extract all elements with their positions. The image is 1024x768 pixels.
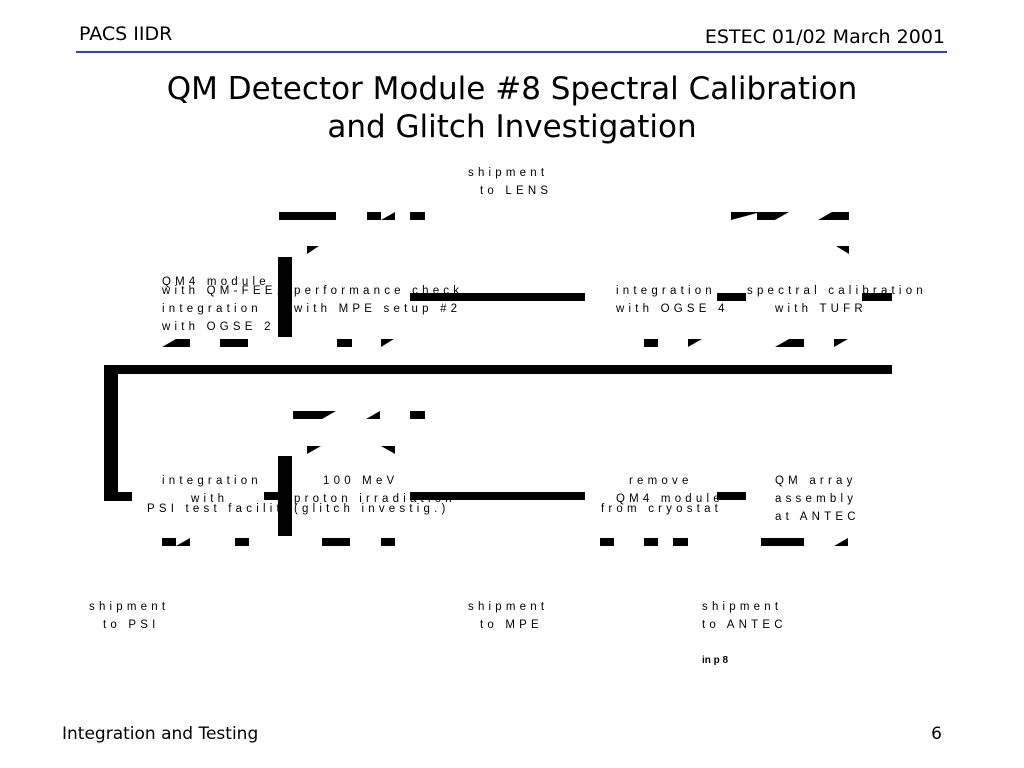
shipment-antec-line-3: in p 8 xyxy=(702,655,729,666)
top-shipment-line-1: shipment xyxy=(468,167,549,179)
row2-box2-corner xyxy=(381,446,395,454)
row2-box2-top-edge xyxy=(410,411,425,419)
box4-corner xyxy=(775,339,789,347)
footer-left: Integration and Testing xyxy=(62,724,259,744)
return-line xyxy=(104,492,132,501)
row2-box4-line-3: at ANTEC xyxy=(775,511,860,523)
row2-connector xyxy=(410,492,585,500)
row2-box4-corner xyxy=(834,538,848,546)
row2-box2-top-edge xyxy=(293,411,322,419)
row1-box4-line-1: spectral calibration xyxy=(747,285,927,297)
row2-box3-line-3: from cryostat xyxy=(601,503,723,515)
row2-box1-line-2: with xyxy=(191,493,229,505)
header-right: ESTEC 01/02 March 2001 xyxy=(704,26,945,48)
row1-box1-line-3: integration xyxy=(162,303,262,315)
row1-box1-line-1: QM4 module xyxy=(162,276,270,288)
row2-box3-bottom-edge xyxy=(644,538,658,546)
row1-box2-line-1: performance check xyxy=(294,285,464,297)
row2-box2-line-2: proton irradiation xyxy=(294,493,456,505)
box2-top-edge xyxy=(367,212,381,220)
row1-connector xyxy=(862,293,892,301)
row2-box2-corner xyxy=(366,411,380,419)
row2-box1-corner xyxy=(176,538,190,546)
shipment-mpe-line-2: to MPE xyxy=(480,619,543,631)
box2-top-edge xyxy=(279,212,336,220)
row2-connector xyxy=(264,492,278,500)
slide-title-line-2: and Glitch Investigation xyxy=(327,109,697,145)
box4-corner xyxy=(834,339,848,347)
row2-box1-bottom-edge xyxy=(162,538,176,546)
box2-corner xyxy=(381,339,394,347)
box2-top-edge xyxy=(410,212,425,220)
box1-bottom-edge xyxy=(176,339,190,347)
shipment-antec-line-2: to ANTEC xyxy=(702,619,787,631)
row2-box2-bottom-edge xyxy=(322,538,350,546)
row2-box3-line-1: remove xyxy=(629,475,693,487)
row2-separator xyxy=(278,456,292,536)
box4-top-edge xyxy=(757,212,775,220)
row1-connector xyxy=(410,293,585,301)
row1-box1-line-4: with OGSE 2 xyxy=(162,321,275,333)
box3-bottom-edge xyxy=(644,339,658,347)
page-number: 6 xyxy=(931,724,942,744)
box4-bottom-edge xyxy=(789,339,804,347)
return-line xyxy=(104,365,892,374)
box1-bottom-edge xyxy=(220,339,248,347)
row2-box4-line-2: assembly xyxy=(775,493,858,505)
row1-box3-line-2: with OGSE 4 xyxy=(616,303,729,315)
top-shipment-line-2: to LENS xyxy=(480,185,553,197)
row1-box1-line-2: with QM-FEE, xyxy=(162,285,284,297)
header-left: PACS IIDR xyxy=(79,23,173,45)
row1-box4-line-2: with TUFR xyxy=(775,303,867,315)
box4-corner xyxy=(731,212,761,220)
shipment-antec-line-1: shipment xyxy=(702,601,783,613)
row2-box2-corner xyxy=(322,411,336,419)
row1-box3-line-1: integration xyxy=(616,285,716,297)
box4-corner xyxy=(836,246,849,254)
row1-box2-line-2: with MPE setup #2 xyxy=(294,303,462,315)
box1-corner xyxy=(162,339,176,347)
row2-box2-corner xyxy=(307,446,321,454)
shipment-psi-line-1: shipment xyxy=(89,601,170,613)
row2-box3-bottom-edge xyxy=(600,538,614,546)
box4-top-edge xyxy=(832,212,849,220)
row2-connector xyxy=(717,492,746,500)
slide-title: QM Detector Module #8 Spectral Calibrati… xyxy=(0,70,1024,146)
box4-corner xyxy=(775,212,789,220)
row2-box2-line-1: 100 MeV xyxy=(323,475,399,487)
slide-title-line-1: QM Detector Module #8 Spectral Calibrati… xyxy=(166,71,858,107)
shipment-mpe-line-1: shipment xyxy=(468,601,549,613)
row2-box2-bottom-edge xyxy=(381,538,395,546)
row2-box4-line-1: QM array xyxy=(775,475,857,487)
row1-connector xyxy=(717,293,746,301)
row2-box1-line-3: PSI test facility xyxy=(147,503,294,515)
return-line xyxy=(104,365,118,501)
box2-bottom-edge xyxy=(337,339,352,347)
shipment-psi-line-2: to PSI xyxy=(103,619,160,631)
row2-box1-line-1: integration xyxy=(162,475,262,487)
box2-corner xyxy=(381,212,395,220)
row2-box3-bottom-edge xyxy=(673,538,688,546)
box3-corner xyxy=(688,339,702,347)
box2-corner xyxy=(307,246,319,254)
header-rule xyxy=(76,51,947,53)
row2-box3-line-2: QM4 module xyxy=(616,493,724,505)
row1-separator xyxy=(278,257,292,337)
row2-box4-bottom-edge xyxy=(761,538,804,546)
row2-box2-line-3: (glitch investig.) xyxy=(294,503,450,515)
box4-corner xyxy=(818,212,832,220)
row2-box1-bottom-edge xyxy=(235,538,249,546)
